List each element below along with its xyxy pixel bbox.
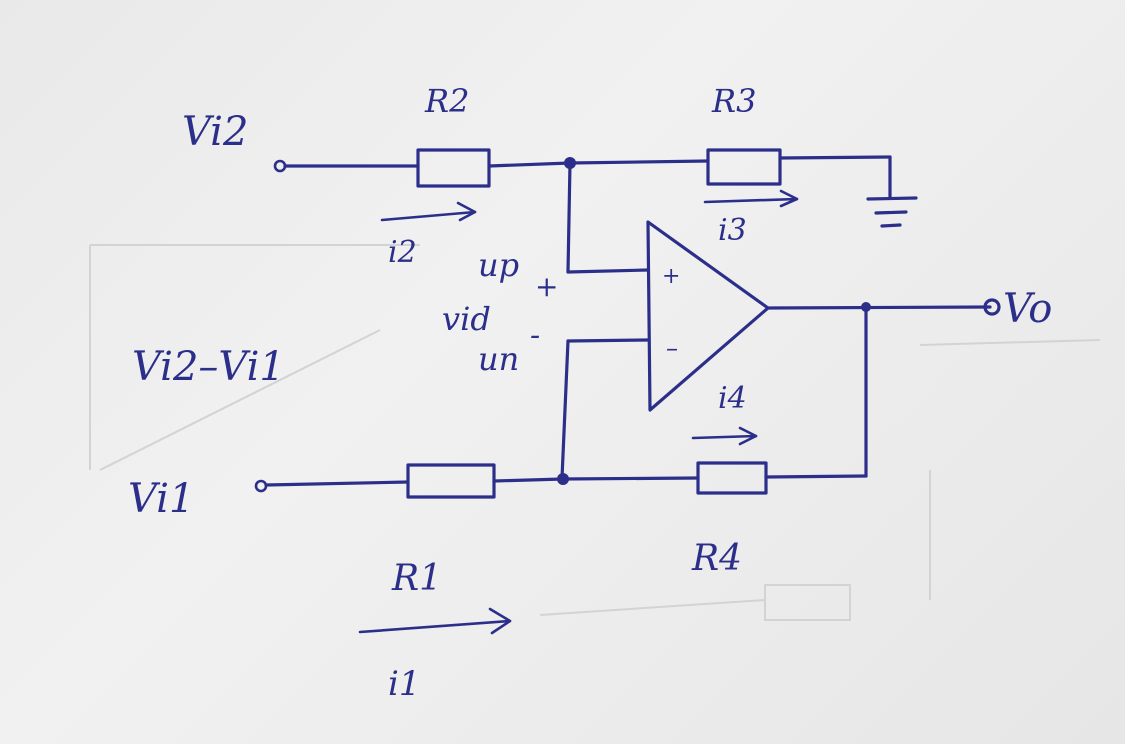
resistor-r1 [406, 463, 496, 499]
wire-r4-output [764, 474, 868, 479]
ground-icon [866, 196, 918, 228]
wire-vi1-r1 [264, 480, 410, 487]
label-r4: R4 [691, 538, 742, 579]
wire-output [766, 305, 992, 310]
label-up: up [478, 246, 519, 284]
ghost-marks [89, 244, 1101, 621]
minus-input-sign: – [666, 334, 678, 362]
label-vi1: Vi1 [128, 476, 194, 522]
label-i3: i3 [718, 213, 747, 248]
label-i1: i1 [388, 664, 421, 704]
label-vdiff: Vi2–Vi1 [132, 344, 285, 390]
arrow-i4 [691, 426, 758, 446]
resistor-r3 [706, 148, 782, 186]
wire-plus-input [566, 268, 650, 274]
label-un: un [478, 340, 519, 378]
op-amp-symbol [646, 220, 770, 412]
arrow-i1 [358, 607, 512, 635]
label-i4: i4 [718, 381, 747, 416]
wire-node-r4 [561, 476, 700, 481]
vo-terminal [983, 298, 1001, 316]
wire-r2-node [487, 161, 572, 168]
wire-node-r3 [568, 159, 710, 165]
label-plus-terminal: + [535, 270, 558, 303]
label-vo: Vo [1003, 286, 1052, 332]
top-branch [273, 148, 918, 228]
label-vid: vid [442, 300, 491, 338]
wire-r1-node [492, 477, 565, 483]
label-r2: R2 [424, 82, 469, 120]
wire-minus-input [566, 338, 650, 343]
label-i2: i2 [388, 235, 417, 270]
arrow-i3 [703, 189, 799, 208]
label-r3: R3 [711, 82, 756, 120]
label-vi2: Vi2 [182, 109, 248, 155]
resistor-r4 [696, 461, 768, 495]
arrow-i2 [380, 201, 477, 222]
label-minus-terminal: - [530, 318, 540, 353]
vi1-terminal [254, 479, 268, 493]
wire-r3-ground [778, 155, 892, 160]
wire-node-to-plus [566, 161, 572, 274]
resistor-r2 [416, 148, 491, 188]
label-r1: R1 [391, 558, 442, 599]
bottom-branch [254, 426, 868, 635]
wire-minus-to-bottom [560, 339, 570, 480]
plus-input-sign: + [662, 264, 680, 289]
